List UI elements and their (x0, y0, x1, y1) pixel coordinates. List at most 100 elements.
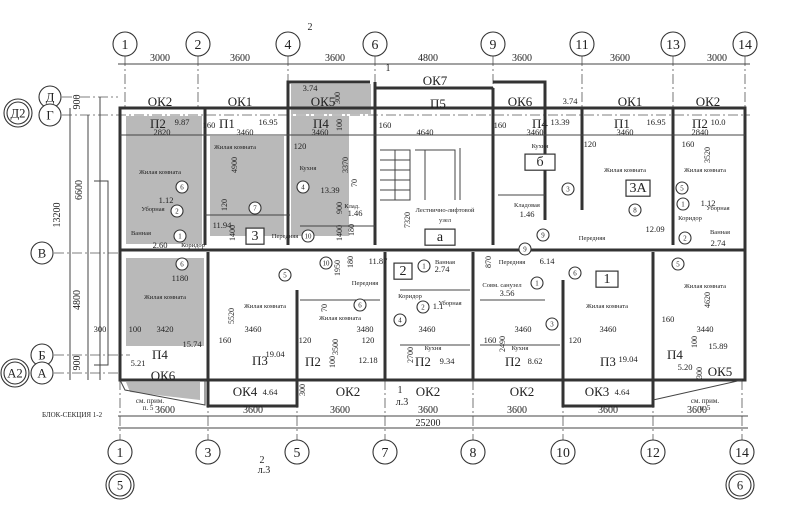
door-mark: 5 (676, 262, 680, 269)
room-name: Жилая комната (244, 303, 286, 310)
room-area: 6.14 (540, 256, 556, 266)
room-name: Ванная (131, 230, 151, 237)
room-name: Жилая комната (604, 167, 646, 174)
size-label-vertical: 1400 (335, 225, 344, 241)
size-label: 3460 (600, 324, 617, 334)
axis-bubble-top: 14 (738, 37, 752, 52)
room-name: Жилая комната (214, 144, 256, 151)
dimension-left: 900 (72, 356, 83, 371)
dimension-top: 3600 (610, 53, 630, 64)
room-area: 3.74 (563, 96, 579, 106)
sheet-ref-bubble: 6 (737, 479, 743, 493)
axis-bubble-left: Б (38, 349, 45, 363)
door-mark-circle (173, 229, 187, 243)
room-area: 4.64 (615, 387, 631, 397)
dimension-bottom: 3600 (598, 405, 618, 416)
window-code: ОК5 (311, 94, 336, 109)
door-mark-circle (175, 180, 189, 194)
size-label: 4640 (417, 127, 434, 137)
size-label-vertical: 180 (347, 224, 356, 236)
size-label-vertical: 3520 (703, 147, 712, 163)
size-label: 3460 (419, 324, 436, 334)
room-name: Кухня (532, 143, 549, 150)
size-label: 160 (219, 335, 232, 345)
door-mark: 2 (421, 305, 425, 312)
room-name: Совм. санузел (482, 282, 522, 289)
window-code: ОК2 (510, 384, 535, 399)
room-name: Жилая комната (586, 303, 628, 310)
size-label-vertical: 7320 (403, 212, 412, 228)
note-label: п. 5 (700, 404, 711, 412)
size-label-vertical: 180 (346, 256, 355, 268)
size-label: 120 (584, 139, 597, 149)
door-mark: 3 (550, 322, 554, 329)
door-mark: 6 (180, 262, 184, 269)
size-label-vertical: 300 (333, 92, 342, 104)
door-mark: 2 (683, 236, 687, 243)
axis-bubble-left-circle (6, 101, 30, 125)
axis-bubble-top-circle (569, 31, 595, 57)
door-mark: 9 (541, 233, 545, 240)
axis-bubble-bottom-circle (107, 439, 133, 465)
room-name: Кухня (300, 165, 317, 172)
dimension-left: 13200 (52, 203, 63, 228)
axis-bubble-top: 13 (666, 37, 680, 52)
section-mark-sheet: л.3 (258, 465, 271, 476)
size-label: 300 (94, 324, 107, 334)
axis-bubble-bottom: 7 (382, 445, 389, 460)
window-code: ОК3 (585, 384, 610, 399)
panel-code: П1 (219, 116, 235, 131)
door-mark: 4 (398, 318, 402, 325)
size-label: 1180 (172, 273, 189, 283)
room-area: 19.04 (265, 349, 285, 359)
room-name: Коридор (181, 242, 205, 249)
axis-bubble-left: Д2 (11, 107, 26, 121)
axis-bubble-bottom-circle (195, 439, 221, 465)
room-name: Жилая комната (139, 169, 181, 176)
window-code: ОК2 (416, 384, 441, 399)
door-mark: 6 (358, 303, 362, 310)
room-name: Уборная (706, 205, 729, 212)
door-mark-circle (170, 204, 184, 218)
apartment-number-box (595, 270, 619, 288)
axis-bubble-top: 1 (122, 37, 129, 52)
room-name: Жилая комната (319, 315, 361, 322)
size-label-vertical: 1950 (333, 260, 342, 276)
door-mark-circle (301, 229, 315, 243)
panel-code: П3 (600, 354, 616, 369)
axis-bubble-top: 6 (372, 37, 379, 52)
size-label: 2820 (154, 127, 171, 137)
axis-bubble-bottom-circle (550, 439, 576, 465)
window-code: ОК2 (696, 94, 721, 109)
window-code: ОК4 (233, 384, 258, 399)
axis-bubble-left: Г (46, 109, 53, 123)
panel-code: П4 (313, 116, 329, 131)
room-name: Клад. (344, 203, 360, 210)
note-label: см. прим. (136, 397, 164, 405)
door-mark-circle (175, 257, 189, 271)
room-area: 12.09 (645, 224, 664, 234)
size-label-vertical: 100 (335, 119, 344, 131)
window-code: ОК6 (508, 94, 533, 109)
shaded-rooms (126, 84, 371, 400)
room-name: Жилая комната (144, 294, 186, 301)
axis-bubble-top-circle (732, 31, 758, 57)
room-area: 11.87 (369, 256, 388, 266)
door-mark-circle (561, 182, 575, 196)
room-area: 9.34 (440, 356, 456, 366)
door-mark: 8 (633, 208, 637, 215)
door-mark-circle (353, 298, 367, 312)
door-mark-circle (678, 231, 692, 245)
window-code: ОК6 (151, 368, 176, 383)
size-label: 3460 (312, 127, 329, 137)
size-label-vertical: 100 (328, 356, 337, 368)
door-mark: 1 (681, 202, 685, 209)
axis-bubble-bottom: 10 (556, 445, 570, 460)
size-label: 3460 (245, 324, 262, 334)
door-mark: 1 (422, 264, 426, 271)
apartment-number: а (437, 230, 444, 245)
axis-bubble-top-circle (362, 31, 388, 57)
axis-bubble-top: 11 (575, 37, 588, 52)
door-mark: 7 (253, 206, 257, 213)
apartment-number-box (245, 227, 265, 245)
